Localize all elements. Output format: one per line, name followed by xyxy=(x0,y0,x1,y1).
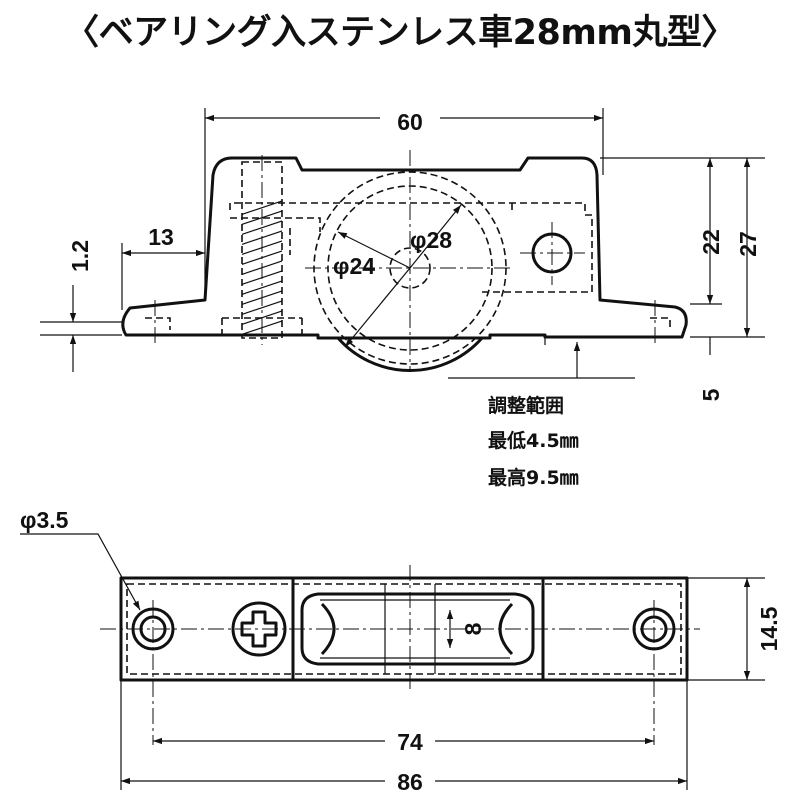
inner-slot-hidden xyxy=(230,203,513,255)
adjust-note-max: 最高9.5㎜ xyxy=(488,466,579,489)
diagram-title: 〈ベアリング入ステンレス車28mm丸型〉 xyxy=(64,13,736,53)
dim-hole-pitch: 74 xyxy=(397,729,423,755)
adjust-note-title: 調整範囲 xyxy=(488,394,564,417)
wheel-lower-arc xyxy=(336,337,484,373)
dim-total-length: 86 xyxy=(397,769,423,795)
dim-wheel-inner: φ24 xyxy=(333,253,375,279)
dim-width: 60 xyxy=(397,109,423,135)
wheel-groove xyxy=(300,592,535,666)
dim-wheel-width: 8 xyxy=(460,622,486,635)
dim-adjust: 5 xyxy=(698,388,724,401)
housing-outline xyxy=(121,156,688,340)
axle-hidden xyxy=(389,247,431,289)
dim-height: 14.5 xyxy=(756,606,782,651)
front-view xyxy=(40,108,765,379)
adjust-note-min: 最低4.5㎜ xyxy=(488,429,579,452)
dim-height-total: 27 xyxy=(735,231,761,257)
inner-flange-hidden xyxy=(229,202,593,293)
bottom-view xyxy=(20,533,765,790)
dim-offset: 13 xyxy=(148,224,174,250)
dim-hole: φ3.5 xyxy=(20,507,69,533)
dim-wheel-outer: φ28 xyxy=(410,227,452,253)
adjust-screw xyxy=(221,155,303,345)
dim-plate: 1.2 xyxy=(67,240,93,272)
dim-height-body: 22 xyxy=(698,229,724,255)
